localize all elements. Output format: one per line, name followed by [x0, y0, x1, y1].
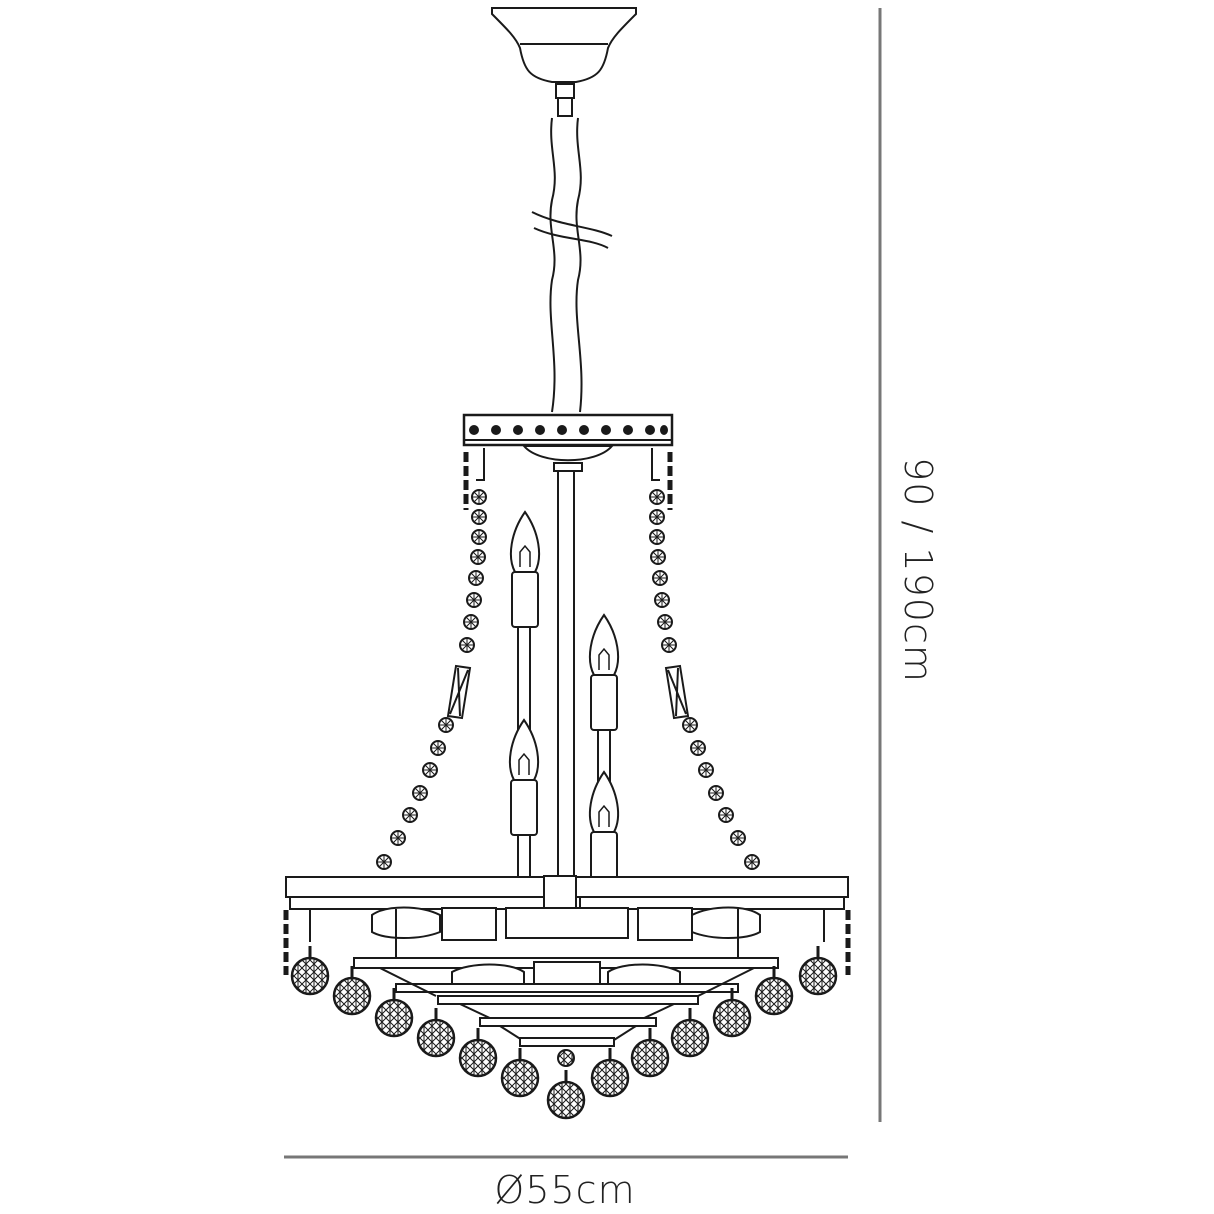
- width-dimension-label: Ø55cm: [494, 1168, 636, 1212]
- crystal-balls: [290, 944, 838, 1120]
- frame-end-drops: [283, 910, 851, 975]
- suspension-rod: [531, 117, 613, 413]
- crystal-chain-right: [649, 489, 760, 870]
- main-frame: [285, 875, 849, 1047]
- crystal-chain-left: [376, 489, 487, 870]
- crown-hangers: [463, 448, 673, 510]
- crown-ring: [462, 413, 674, 472]
- central-stem: [557, 470, 575, 882]
- ceiling-canopy: [491, 7, 637, 117]
- height-dimension-label: 90 / 190cm: [896, 457, 940, 683]
